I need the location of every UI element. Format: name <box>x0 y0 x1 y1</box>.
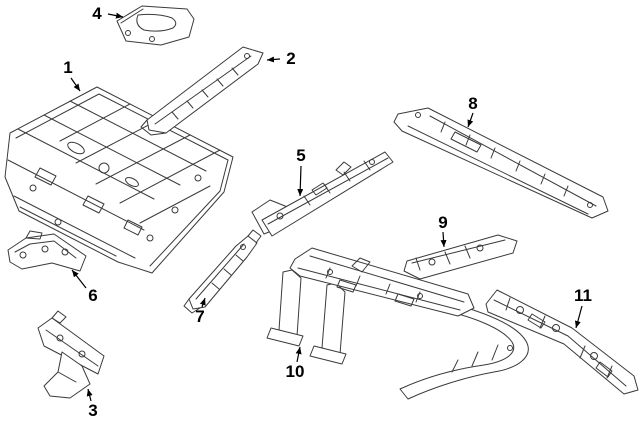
callout-5-label[interactable]: 5 <box>296 146 305 165</box>
part-8-upper-rail-drawing <box>393 107 609 219</box>
part-6-support-bracket-drawing <box>7 230 87 272</box>
callout-9-arrow <box>440 231 447 248</box>
callout-5-arrow <box>297 165 304 197</box>
callout-7-arrow <box>199 297 206 308</box>
part-3-lower-bracket-drawing <box>37 310 105 399</box>
callout-10-label[interactable]: 10 <box>286 362 305 381</box>
callout-1-arrow <box>70 77 81 92</box>
part-5-center-reinforcement-drawing <box>251 151 394 237</box>
callout-11-arrow <box>574 305 583 329</box>
part-4-access-cover-drawing <box>116 5 195 46</box>
callout-10-arrow <box>295 346 302 363</box>
callout-2-label[interactable]: 2 <box>286 49 295 68</box>
callout-8-label[interactable]: 8 <box>468 94 477 113</box>
callout-6-label[interactable]: 6 <box>88 286 97 305</box>
callout-9-label[interactable]: 9 <box>438 213 447 232</box>
part-11-rear-side-rail-drawing <box>485 289 639 395</box>
part-1-floor-pan-drawing <box>4 86 234 274</box>
callout-3-arrow <box>86 388 93 402</box>
part-7-seat-crossmember-drawing <box>183 229 262 314</box>
callout-1-label[interactable]: 1 <box>63 58 72 77</box>
callout-3-label[interactable]: 3 <box>88 401 97 420</box>
callout-labels: 1 2 3 4 5 6 7 8 9 10 11 <box>63 4 592 420</box>
callout-4-label[interactable]: 4 <box>92 4 102 23</box>
callout-11-label[interactable]: 11 <box>574 286 592 305</box>
callout-2-arrow <box>266 56 281 63</box>
callout-7-label[interactable]: 7 <box>195 307 204 326</box>
part-9-center-bracket-drawing <box>403 234 518 280</box>
callout-4-arrow <box>107 12 124 19</box>
callout-arrows <box>70 12 583 402</box>
callout-6-arrow <box>71 269 87 289</box>
part-2-side-rail-drawing <box>140 46 264 136</box>
callout-8-arrow <box>467 112 474 128</box>
part-10-rear-crossmember-drawing <box>266 247 529 400</box>
